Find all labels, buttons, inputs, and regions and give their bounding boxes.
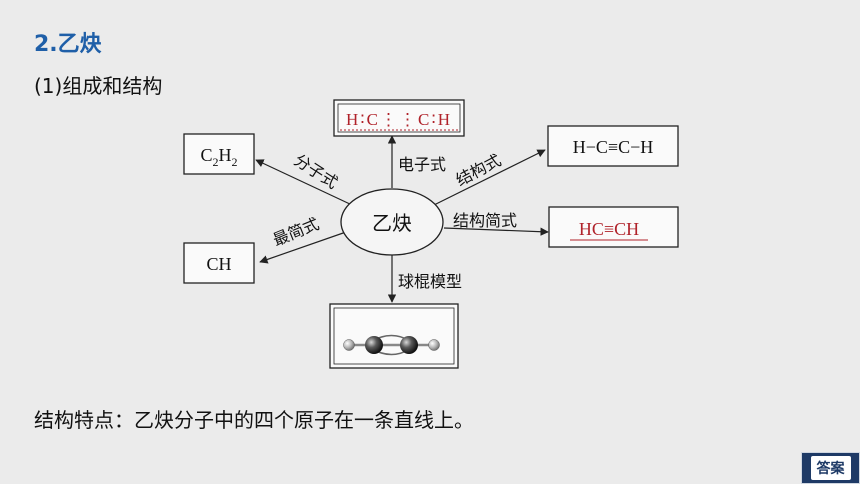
electron-formula-box-inner [337,103,461,133]
ball-stick-model-box-inner [333,307,455,365]
edge-label-electron-formula: 电子式 [398,155,446,174]
electron-formula: H∶C⋮⋮C∶H [346,110,452,129]
arrow-simplified-structure [443,227,549,236]
structural-formula-box [547,125,679,167]
molecular-formula-box [183,133,255,175]
answer-button-label: 答案 [810,456,851,480]
section-subtitle: (1)组成和结构 [34,74,163,98]
edge-label-ball-stick-model: 球棍模型 [398,272,462,291]
edge-label-simplest-formula: 最简式 [270,214,322,250]
center-label: 乙炔 [372,211,412,235]
edge-label-simplified-structure: 结构简式 [453,211,517,230]
simplified-structure: HC≡CH [579,219,639,239]
answer-button[interactable]: 答案 [801,452,860,484]
electron-formula-box [333,99,465,137]
structure-feature-text: 结构特点：乙炔分子中的四个原子在一条直线上。 [34,408,474,432]
simplest-formula-box [183,242,255,284]
hydrogen-atom-left [343,339,355,351]
ball-stick-model [343,334,440,356]
arrow-structural-formula [433,149,546,206]
structural-formula: H−C≡C−H [573,137,653,157]
edge-label-structural-formula: 结构式 [453,150,504,189]
arrow-molecular-formula [255,159,353,206]
page-title: 2.乙炔 [34,32,102,57]
carbon-atom-left [365,336,383,354]
arrow-simplest-formula [259,231,347,264]
simplest-formula: CH [206,254,231,274]
hydrogen-atom-right [428,339,440,351]
molecular-formula: C2H2 [200,145,237,169]
edge-label-molecular-formula: 分子式 [291,150,342,192]
carbon-atom-right [400,336,418,354]
center-ellipse [340,188,444,256]
